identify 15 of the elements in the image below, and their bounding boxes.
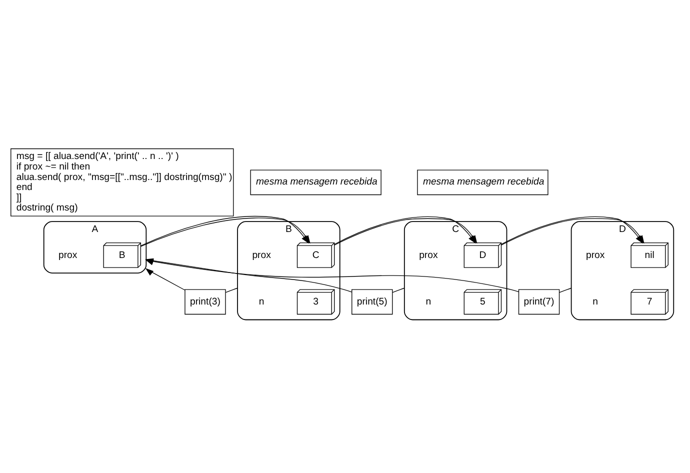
- node-label: B: [285, 223, 292, 234]
- node-box: print(3): [184, 288, 226, 314]
- arrow: [145, 268, 186, 290]
- node-label: C: [452, 223, 460, 234]
- connector: [225, 287, 238, 292]
- arrow: [145, 259, 520, 292]
- node-box: print(5): [352, 288, 393, 314]
- connector: [559, 287, 572, 292]
- node-box: msg = [[ alua.send('A', 'print(' .. n .. ')' ) if prox ~= nil then alua.send( prox, "msg=[["..msg.."]] dostring(msg)" ) end ]] dostring( msg): [10, 148, 234, 216]
- node-label: A: [92, 223, 98, 234]
- node-box: print(7): [518, 288, 560, 314]
- node-box: mesma mensagem recebida: [250, 169, 382, 195]
- connector: [392, 287, 405, 292]
- node-box: mesma mensagem recebida: [417, 169, 548, 195]
- node-label: D: [618, 223, 626, 234]
